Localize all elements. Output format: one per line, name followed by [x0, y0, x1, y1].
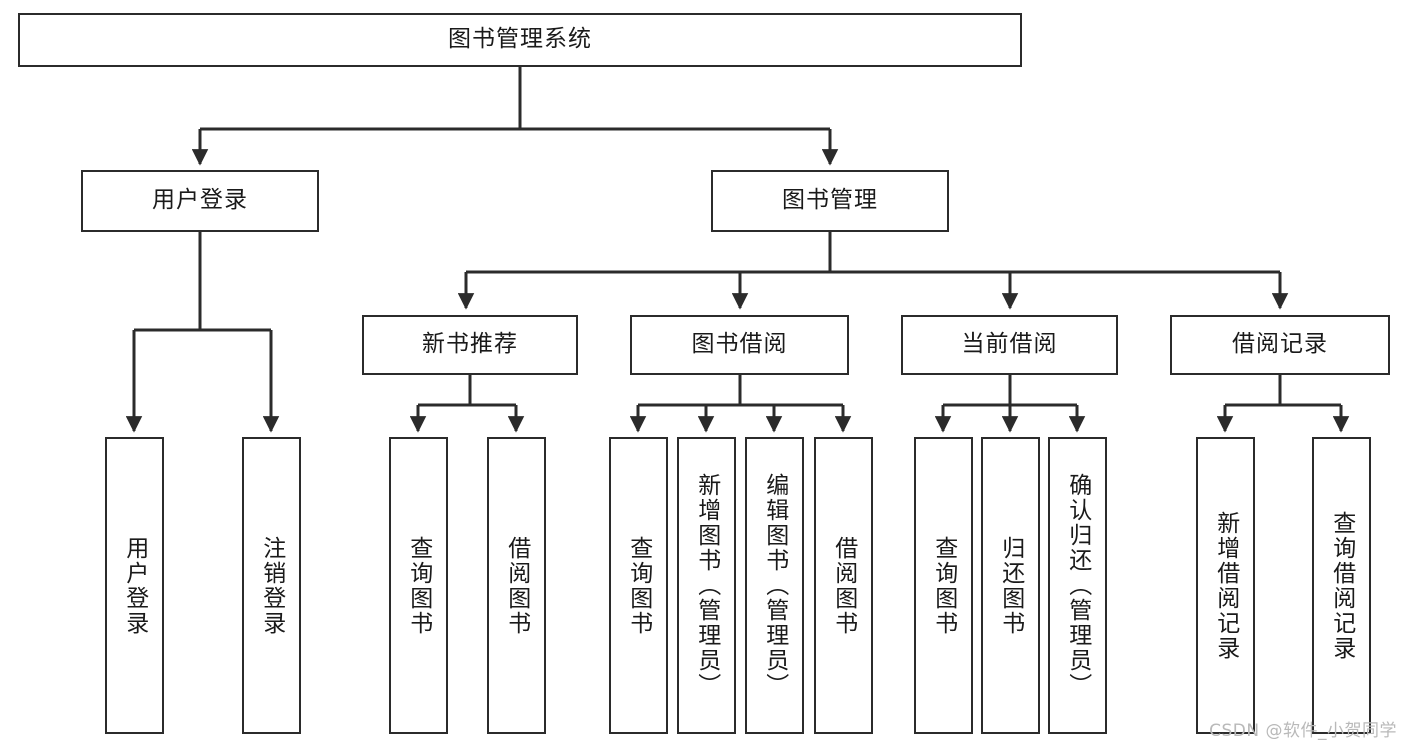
node-book-management[interactable]: 图书管理	[711, 170, 949, 232]
node-book-borrow[interactable]: 图书借阅	[630, 315, 849, 375]
leaf-book-borrow-edit-book-admin[interactable]: 编辑图书（管理员）	[745, 437, 804, 734]
leaf-label: 注销登录	[258, 535, 285, 636]
leaf-label: 借阅图书	[503, 535, 530, 636]
leaf-borrow-records-query-record[interactable]: 查询借阅记录	[1312, 437, 1371, 734]
csdn-watermark: CSDN @软件_小贺同学	[1209, 721, 1397, 741]
leaf-label: 新增借阅记录	[1212, 510, 1239, 661]
node-user-login[interactable]: 用户登录	[81, 170, 319, 232]
leaf-book-borrow-borrow-book[interactable]: 借阅图书	[814, 437, 873, 734]
leaf-label: 查询图书	[930, 535, 957, 636]
leaf-borrow-records-add-record[interactable]: 新增借阅记录	[1196, 437, 1255, 734]
leaf-book-borrow-add-book-admin[interactable]: 新增图书（管理员）	[677, 437, 736, 734]
leaf-label: 归还图书	[997, 535, 1024, 636]
leaf-label: 新增图书（管理员）	[693, 473, 720, 698]
node-root-system[interactable]: 图书管理系统	[18, 13, 1022, 67]
node-borrow-records[interactable]: 借阅记录	[1170, 315, 1390, 375]
leaf-label: 查询图书	[625, 535, 652, 636]
leaf-user-login-login[interactable]: 用户登录	[105, 437, 164, 734]
leaf-label: 用户登录	[121, 535, 148, 636]
leaf-new-book-query-book[interactable]: 查询图书	[389, 437, 448, 734]
leaf-label: 查询图书	[405, 535, 432, 636]
leaf-label: 确认归还（管理员）	[1064, 473, 1091, 698]
leaf-user-login-logout[interactable]: 注销登录	[242, 437, 301, 734]
leaf-current-borrow-query-book[interactable]: 查询图书	[914, 437, 973, 734]
node-current-borrow[interactable]: 当前借阅	[901, 315, 1118, 375]
leaf-label: 查询借阅记录	[1328, 510, 1355, 661]
node-new-book-recommend[interactable]: 新书推荐	[362, 315, 578, 375]
leaf-current-borrow-return-book[interactable]: 归还图书	[981, 437, 1040, 734]
leaf-book-borrow-query-book[interactable]: 查询图书	[609, 437, 668, 734]
leaf-new-book-borrow-book[interactable]: 借阅图书	[487, 437, 546, 734]
leaf-label: 编辑图书（管理员）	[761, 473, 788, 698]
leaf-label: 借阅图书	[830, 535, 857, 636]
leaf-current-borrow-confirm-return-admin[interactable]: 确认归还（管理员）	[1048, 437, 1107, 734]
